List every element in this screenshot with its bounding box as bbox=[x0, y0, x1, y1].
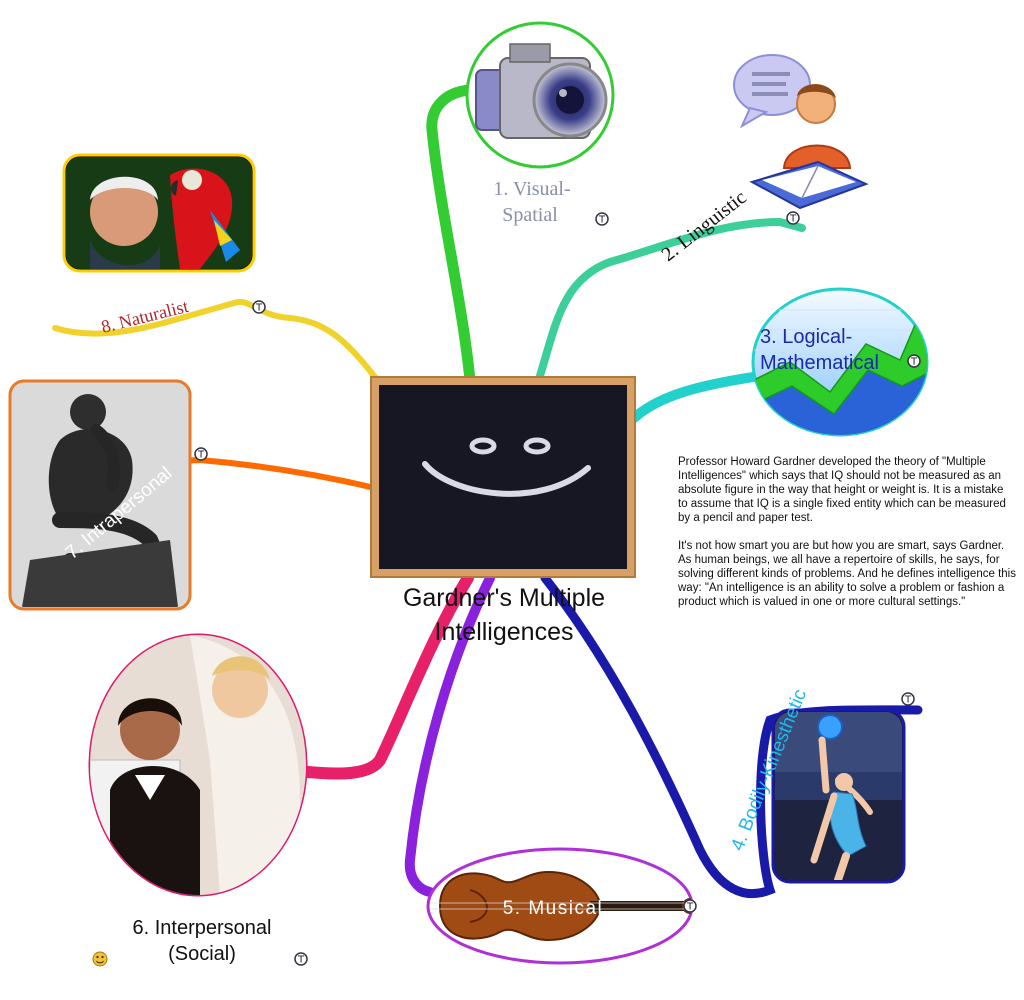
naturalist-label: 8. Naturalist bbox=[99, 296, 190, 337]
branch-line-visual-spatial bbox=[426, 84, 476, 386]
svg-text:T: T bbox=[904, 695, 912, 706]
musical-note-icon[interactable]: T bbox=[683, 899, 697, 913]
smiley-eye-left bbox=[469, 437, 497, 455]
naturalist-note-icon[interactable]: T bbox=[252, 300, 266, 314]
smiley-eye-right bbox=[523, 437, 551, 455]
bodily-kinesthetic-note-icon[interactable]: T bbox=[901, 692, 915, 706]
linguistic-note-icon[interactable]: T bbox=[786, 211, 800, 225]
svg-text:T: T bbox=[255, 303, 263, 314]
visual-spatial-label-line2: Spatial bbox=[502, 204, 558, 226]
svg-text:T: T bbox=[197, 450, 205, 461]
visual-spatial-label: 1. Visual- bbox=[493, 178, 570, 200]
description-text: Professor Howard Gardner developed the t… bbox=[678, 455, 1016, 623]
svg-text:T: T bbox=[686, 902, 694, 913]
interpersonal-label-line2: (Social) bbox=[168, 943, 236, 965]
visual-spatial-node[interactable] bbox=[465, 21, 615, 169]
description-paragraph-1: Professor Howard Gardner developed the t… bbox=[678, 456, 1006, 524]
description-paragraph-2: It's not how smart you are but how you a… bbox=[678, 540, 1016, 608]
svg-text:T: T bbox=[910, 357, 918, 368]
logical-mathematical-note-icon[interactable]: T bbox=[907, 354, 921, 368]
branch-line-naturalist bbox=[52, 298, 385, 389]
chart-image bbox=[753, 309, 927, 435]
musical-label: 5. Musical bbox=[503, 898, 604, 919]
bodily-kinesthetic-node[interactable] bbox=[771, 708, 906, 884]
thinker-photo bbox=[12, 383, 188, 607]
svg-text:T: T bbox=[789, 214, 797, 225]
logical-mathematical-label: 3. Logical- bbox=[760, 326, 852, 348]
smiley-icon[interactable] bbox=[92, 951, 108, 967]
logical-mathematical-label-line2: Mathematical bbox=[760, 352, 879, 374]
naturalist-photo bbox=[66, 157, 252, 269]
naturalist-node[interactable] bbox=[62, 153, 256, 273]
logical-mathematical-node[interactable] bbox=[750, 287, 930, 440]
gymnast-photo bbox=[775, 712, 902, 880]
branch-line-interpersonal bbox=[302, 572, 474, 780]
interpersonal-note-icon[interactable]: T bbox=[294, 952, 308, 966]
intrapersonal-note-icon[interactable]: T bbox=[194, 447, 208, 461]
svg-text:T: T bbox=[297, 955, 305, 966]
interpersonal-label: 6. Interpersonal bbox=[133, 917, 272, 939]
camera-icon bbox=[475, 43, 608, 139]
musical-node[interactable] bbox=[426, 847, 698, 965]
reader-icon[interactable] bbox=[733, 54, 869, 210]
intrapersonal-node[interactable] bbox=[8, 379, 192, 611]
branch-line-musical bbox=[404, 573, 495, 897]
central-title-line1: Gardner's Multiple bbox=[403, 584, 605, 612]
central-chalkboard bbox=[370, 376, 636, 578]
colleagues-photo bbox=[90, 635, 306, 895]
visual-spatial-note-icon[interactable]: T bbox=[595, 212, 609, 226]
branch-line-logical-mathematical bbox=[629, 371, 765, 423]
svg-text:T: T bbox=[598, 215, 606, 226]
smiley-mouth bbox=[422, 461, 591, 497]
branch-line-linguistic bbox=[534, 217, 806, 386]
central-title-line2: Intelligences bbox=[435, 618, 574, 646]
interpersonal-node[interactable] bbox=[88, 633, 310, 897]
